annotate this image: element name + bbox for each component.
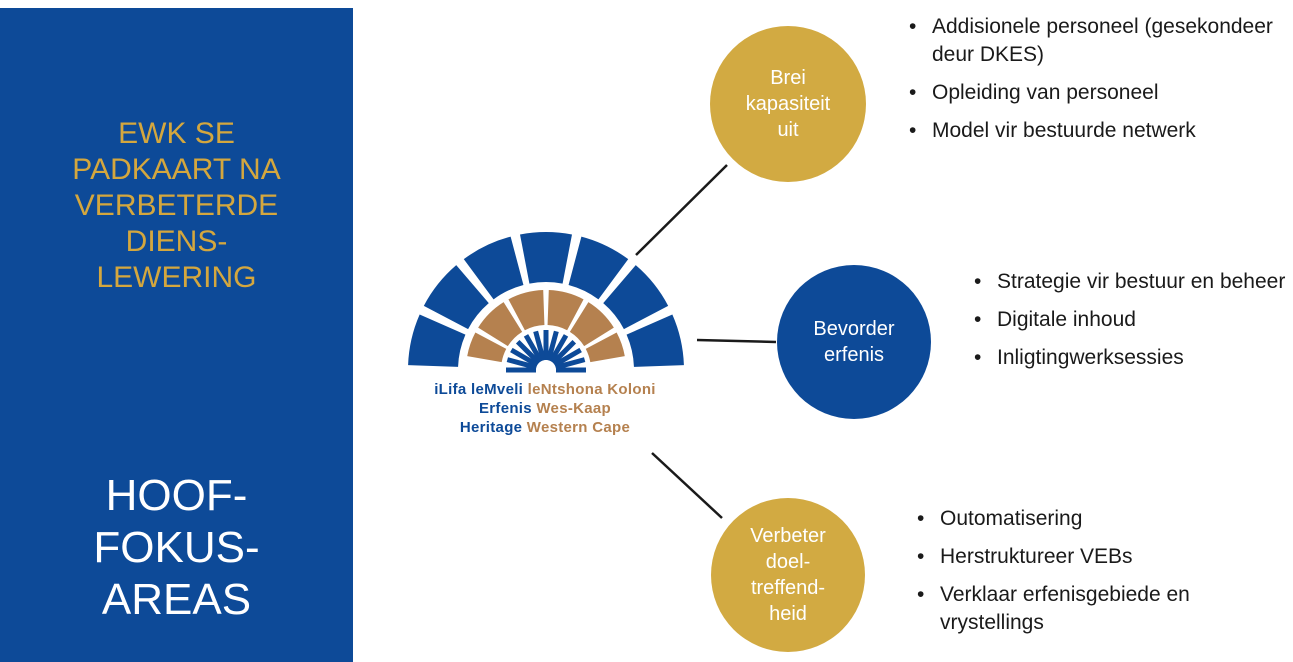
effectiveness-bullet-list: Outomatisering Herstruktureer VEBs Verkl… — [913, 505, 1283, 647]
logo-segment — [423, 265, 489, 330]
logo-ray — [506, 357, 537, 370]
sidebar-panel: EWK SE PADKAART NA VERBETERDE DIENS- LEW… — [0, 8, 353, 662]
roadmap-title: EWK SE PADKAART NA VERBETERDE DIENS- LEW… — [0, 116, 353, 296]
logo-ray — [551, 339, 577, 365]
node-label-line: erfenis — [823, 344, 885, 366]
bullet-item: Inligtingwerksessies — [970, 344, 1290, 372]
logo-segment — [585, 332, 625, 363]
node-label-line: uit — [777, 119, 799, 141]
logo-line-1: iLifa leMveli leNtshona Koloni — [395, 380, 695, 399]
subtitle-line: HOOF- — [105, 471, 248, 520]
logo-ray — [553, 347, 582, 368]
bullet-item: Opleiding van personeel — [905, 79, 1293, 107]
bullet-item: Strategie vir bestuur en beheer — [970, 268, 1290, 296]
heritage-bullet-list: Strategie vir bestuur en beheer Digitale… — [970, 268, 1290, 382]
logo-segment — [463, 236, 524, 300]
logo-segment — [408, 314, 466, 367]
logo-segment — [547, 290, 584, 331]
focus-areas-heading: HOOF- FOKUS- AREAS — [0, 470, 353, 626]
logo-text-blue: Erfenis — [478, 400, 537, 417]
node-label-line: Brei — [770, 67, 806, 89]
logo-text-blue: iLifa leMveli — [434, 381, 528, 398]
connector-line-effectiveness — [651, 452, 723, 519]
capacity-bullet-list: Addisionele personeel (gesekondeer deur … — [905, 13, 1293, 155]
node-label-line: treffend- — [750, 577, 826, 599]
logo-text-brown: leNtshona Koloni — [527, 381, 656, 398]
bullet-item: Addisionele personeel (gesekondeer deur … — [905, 13, 1293, 69]
connector-line-heritage — [696, 338, 777, 344]
bullet-item: Verklaar erfenisgebiede en vrystellings — [913, 581, 1283, 637]
logo-ray — [510, 347, 539, 368]
bullet-item: Model vir bestuurde netwerk — [905, 117, 1293, 145]
node-label-line: heid — [769, 603, 807, 625]
title-line: EWK SE — [118, 117, 235, 150]
logo-ray — [548, 334, 569, 363]
node-label-line: doel- — [765, 551, 811, 573]
title-line: VERBETERDE — [74, 189, 279, 222]
logo-segment — [520, 232, 572, 284]
logo-ray — [523, 334, 544, 363]
node-build-capacity: Brei kapasiteit uit — [710, 26, 866, 182]
title-line: LEWERING — [96, 261, 257, 294]
logo-wordmark: iLifa leMveli leNtshona Koloni Erfenis W… — [395, 380, 695, 437]
logo-text-brown: Wes-Kaap — [536, 400, 612, 417]
logo-text-blue: Heritage — [459, 419, 527, 436]
node-improve-effectiveness: Verbeter doel- treffend- heid — [711, 498, 865, 652]
bullet-item: Outomatisering — [913, 505, 1283, 533]
logo-segment — [467, 332, 507, 363]
bullet-item: Herstruktureer VEBs — [913, 543, 1283, 571]
node-label-line: Verbeter — [750, 525, 826, 547]
node-label-line: Bevorder — [813, 318, 895, 340]
logo-ray — [533, 330, 546, 361]
logo-ray — [555, 357, 586, 370]
logo-line-3: Heritage Western Cape — [395, 418, 695, 437]
node-label-line: kapasiteit — [745, 93, 831, 115]
subtitle-line: FOKUS- — [93, 523, 260, 572]
node-promote-heritage: Bevorder erfenis — [777, 265, 931, 419]
logo-segment — [568, 236, 629, 300]
logo-segment — [508, 290, 545, 331]
logo-text-brown: Western Cape — [526, 419, 631, 436]
title-line: DIENS- — [125, 225, 228, 258]
subtitle-line: AREAS — [101, 575, 252, 624]
logo-ray — [515, 339, 541, 365]
connector-line-capacity — [635, 164, 728, 256]
logo-segment — [569, 302, 614, 347]
logo-segment — [478, 302, 523, 347]
logo-line-2: Erfenis Wes-Kaap — [395, 399, 695, 418]
title-line: PADKAART NA — [72, 153, 281, 186]
logo-segment — [603, 265, 669, 330]
logo-ray — [546, 330, 559, 361]
bullet-item: Digitale inhoud — [970, 306, 1290, 334]
logo-segment — [626, 314, 684, 367]
